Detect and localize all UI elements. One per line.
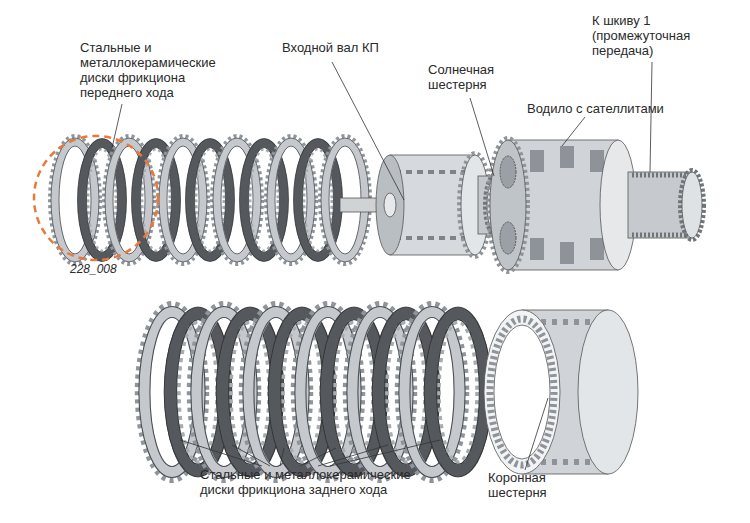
leader-line <box>112 104 122 148</box>
leader-line <box>562 117 585 146</box>
leader-line <box>525 398 548 470</box>
leader-line <box>332 62 404 200</box>
leader-line <box>650 62 652 172</box>
output-gear <box>628 170 704 240</box>
leader-line <box>280 448 284 466</box>
part-label: К шкиву 1 (промежуточная передача) <box>592 13 700 58</box>
reverse-clutch-discs <box>138 304 492 481</box>
figure-number: 228_008 <box>70 262 140 277</box>
leader-line <box>330 440 440 466</box>
leader-line <box>180 440 262 466</box>
leader-line <box>300 448 336 466</box>
planetary-assembly <box>340 138 704 272</box>
leader-line <box>318 445 388 466</box>
planet-carrier <box>488 138 636 272</box>
part-label: Стальные и металлокерамические диски фри… <box>80 40 220 100</box>
part-label: Входной вал КП <box>282 40 402 55</box>
input-drum <box>376 153 491 257</box>
part-label: Коронная шестерня <box>488 470 564 500</box>
ring-gear <box>484 310 638 474</box>
part-label: Стальные и металлокерамические диски фри… <box>200 467 420 497</box>
forward-clutch-discs <box>50 136 370 264</box>
part-label: Солнечная шестерня <box>428 62 510 92</box>
highlight-circle <box>34 136 158 260</box>
leader-line <box>232 445 270 466</box>
leader-line <box>470 98 494 176</box>
part-label: Водило с сателлитами <box>527 101 697 116</box>
friction-disc <box>424 307 492 477</box>
leader-lines <box>112 62 652 470</box>
